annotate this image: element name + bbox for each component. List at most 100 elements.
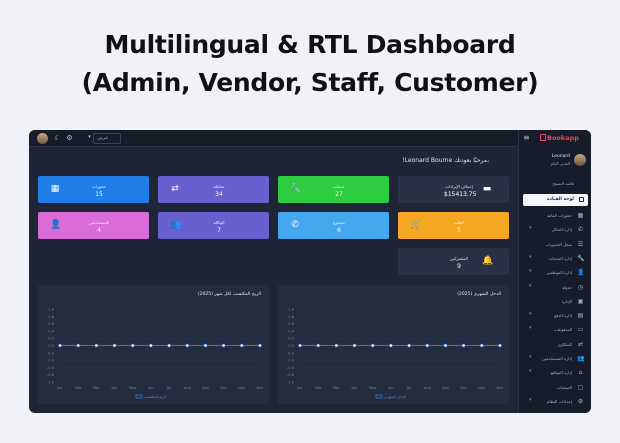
- calendar-icon: ▦: [577, 212, 584, 219]
- x-tick-label: Aug: [424, 386, 431, 390]
- data-point[interactable]: [112, 343, 117, 348]
- greeting-text: !Leonard Bourne مرحبًا بعودتك،: [402, 157, 489, 164]
- y-tick-label: -0.2: [47, 351, 54, 355]
- sidebar-item-label: إدارة المستخدمين: [542, 356, 572, 361]
- hero-title: Multilingual & RTL Dashboard (Admin, Ven…: [0, 26, 620, 102]
- brand-name[interactable]: Bookapp: [547, 134, 579, 142]
- y-tick-label: 0.6: [288, 322, 294, 326]
- sidebar-item-dashboard[interactable]: لوحة القيادة: [523, 194, 588, 206]
- sidebar-item-label: سجل الحجوزات: [545, 241, 572, 247]
- sidebar-item[interactable]: الصفحات▢: [523, 382, 588, 393]
- stat-card[interactable]: ▬إجمالي الإيرادات$15413.75: [398, 176, 509, 203]
- stat-value: $15413.75: [444, 191, 477, 198]
- data-point[interactable]: [352, 343, 357, 348]
- sidebar-item[interactable]: حجوزات القاعة ▦: [523, 210, 588, 221]
- sidebar-item-label: جدولة: [562, 284, 572, 290]
- wrench-icon: 🔧: [290, 184, 302, 194]
- y-tick-label: -1.0: [287, 381, 295, 385]
- sidebar-item-label: لوحة القيادة: [546, 197, 574, 202]
- data-point[interactable]: [258, 343, 262, 348]
- x-tick-label: Apr: [111, 386, 118, 390]
- sidebar-item[interactable]: ▾إدارة الدفع▤: [523, 310, 588, 321]
- data-point[interactable]: [185, 343, 189, 348]
- data-point[interactable]: [94, 343, 99, 348]
- user-avatar[interactable]: [37, 133, 48, 144]
- sidebar-item[interactable]: ▾إدارة الخدمات🔧: [523, 253, 588, 264]
- chevron-down-icon: ▾: [529, 311, 532, 318]
- data-point[interactable]: [443, 343, 448, 348]
- sidebar-item[interactable]: ▾إدارة المواقع⌂: [523, 367, 588, 378]
- x-tick-label: Nov: [238, 386, 246, 390]
- stat-label: معاملة: [213, 184, 225, 189]
- data-point[interactable]: [58, 343, 62, 348]
- data-point[interactable]: [498, 343, 502, 348]
- y-tick-label: 0.4: [288, 329, 294, 333]
- y-tick-label: -0.8: [287, 373, 295, 377]
- legend-swatch: [375, 394, 383, 399]
- data-point[interactable]: [389, 343, 393, 348]
- y-tick-label: 0.8: [288, 315, 294, 319]
- card-icon: ▭: [577, 326, 584, 334]
- y-tick-label: -0.2: [287, 351, 294, 355]
- stat-value: 27: [335, 191, 343, 198]
- sidebar-item[interactable]: ▾المدفوعات▭: [523, 324, 588, 335]
- sidebar-item[interactable]: الإدارة▣: [523, 296, 588, 307]
- x-tick-label: Oct: [221, 386, 228, 390]
- sidebar-item-label: إعدادات النظام: [546, 398, 572, 404]
- sidebar-item[interactable]: ▾جدولة◷: [523, 282, 588, 293]
- data-point[interactable]: [203, 343, 208, 348]
- y-tick-label: 0.0: [288, 344, 294, 348]
- sidebar-item[interactable]: ▾إعدادات النظام⚙: [523, 396, 588, 407]
- data-point[interactable]: [480, 343, 484, 348]
- gear-icon[interactable]: ⚙: [66, 134, 73, 142]
- sidebar-item[interactable]: ▾إدارة المستخدمين👥: [523, 353, 588, 364]
- sidebar-item-label: الشكاوى: [557, 341, 572, 347]
- y-tick-label: -0.6: [47, 366, 55, 370]
- data-point[interactable]: [316, 343, 320, 348]
- data-point[interactable]: [76, 343, 80, 348]
- x-tick-label: Apr: [351, 386, 358, 390]
- data-point[interactable]: [240, 343, 244, 348]
- language-select[interactable]: عربي: [93, 133, 121, 144]
- stat-value: 15: [95, 191, 103, 198]
- sidebar-avatar[interactable]: [574, 154, 586, 166]
- data-point[interactable]: [334, 343, 339, 348]
- hero-line-1: Multilingual & RTL Dashboard: [104, 30, 516, 59]
- data-point[interactable]: [298, 343, 302, 348]
- menu-icon[interactable]: ≡: [523, 133, 530, 142]
- sidebar-item[interactable]: ▾إدارة الموظفين👤: [523, 267, 588, 278]
- data-point[interactable]: [131, 343, 135, 348]
- chevron-down-icon: ▾: [529, 253, 532, 260]
- sidebar-item-label: حجوزات القاعة: [546, 213, 572, 218]
- data-point[interactable]: [461, 343, 466, 348]
- data-point[interactable]: [221, 343, 226, 348]
- legend-label[interactable]: الربح المكتسب: [144, 395, 167, 399]
- sidebar-item-label: إدارة التذاكر: [551, 227, 572, 233]
- grid-icon: ▣: [577, 297, 584, 305]
- legend-label[interactable]: الدخل الشهري: [384, 395, 406, 399]
- data-point[interactable]: [425, 343, 429, 348]
- data-point[interactable]: [149, 343, 153, 348]
- data-point[interactable]: [167, 343, 171, 348]
- data-point[interactable]: [407, 343, 411, 348]
- dashboard-window: ☾ ⚙ ▾ عربي ≡ Bookapp Leonard المدير العا…: [29, 130, 591, 413]
- sidebar-item[interactable]: ▾إدارة التذاكر✆: [523, 224, 588, 235]
- stat-label: الوكالة: [213, 220, 225, 225]
- data-point[interactable]: [371, 343, 375, 348]
- stat-value: 7: [217, 227, 221, 234]
- income-chart: 1.00.80.60.40.20.0-0.2-0.4-0.6-0.8-1.0Ja…: [287, 308, 504, 400]
- sidebar-item[interactable]: الشكاوى⇄: [523, 339, 588, 350]
- revenue-icon: ▬: [482, 184, 492, 194]
- sidebar-item[interactable]: سجل الحجوزات☰: [523, 239, 588, 250]
- moon-icon[interactable]: ☾: [54, 134, 61, 142]
- brand-icon: [540, 134, 546, 141]
- sidebar-item-label: إدارة الدفع: [554, 313, 572, 319]
